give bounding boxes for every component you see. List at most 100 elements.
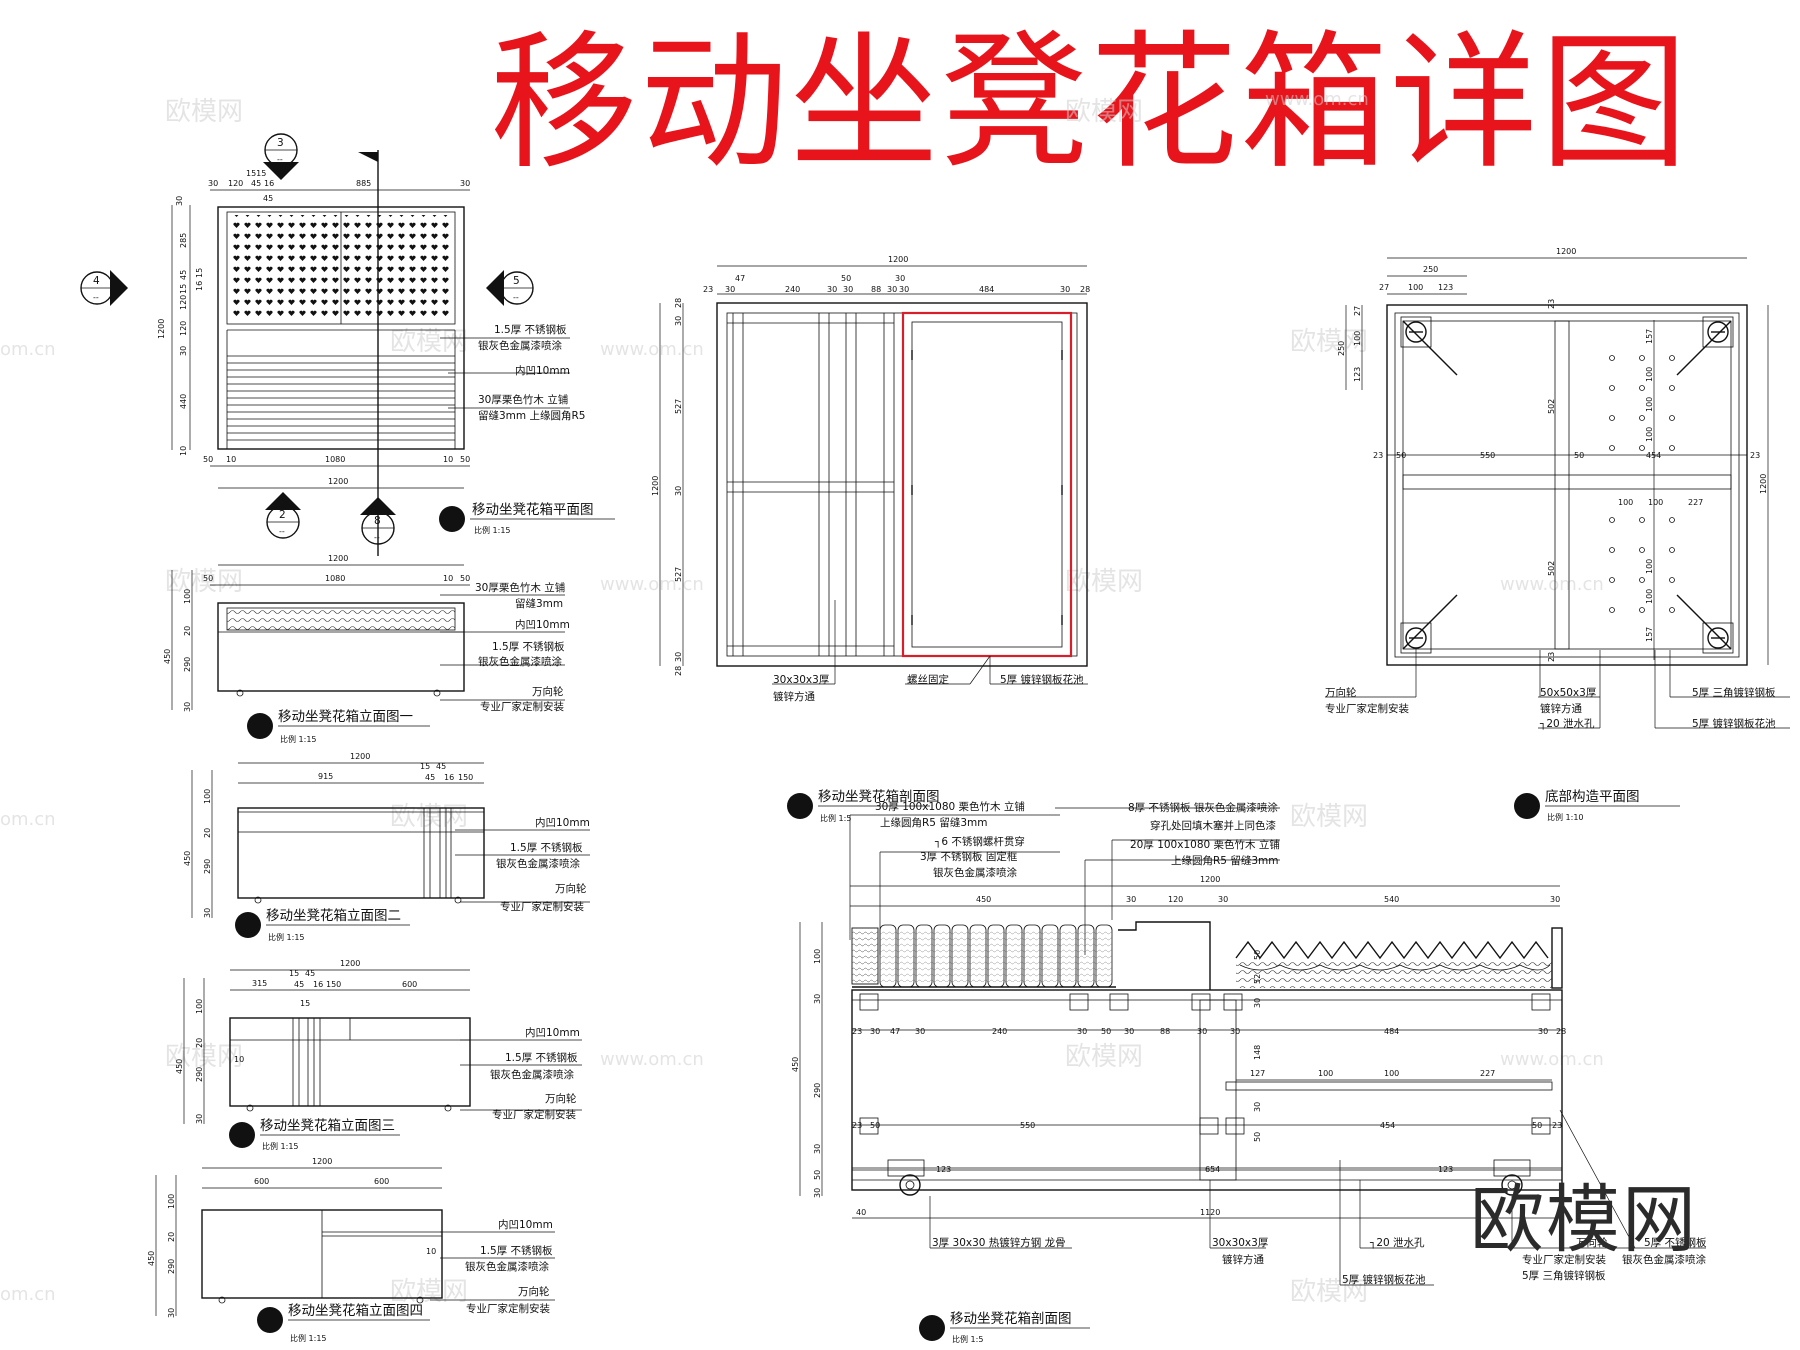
dim-label: 15 — [289, 969, 299, 978]
dim-label: 50 — [1532, 1121, 1542, 1130]
dim-label: 454 — [1380, 1121, 1395, 1130]
watermark: om.cn — [0, 339, 56, 360]
dim-label: 450 — [976, 895, 991, 904]
top-structure-plan: 1200 23 47 30 240 30 50 30 30 88 30 30 4… — [651, 255, 1090, 703]
note-text: 20厚 100x1080 栗色竹木 立铺 — [1130, 838, 1280, 851]
note-text: 内凹10mm — [515, 618, 570, 631]
marker-number: 5 — [513, 275, 520, 287]
view-title: 移动坐凳花箱立面图二 — [266, 908, 401, 924]
watermark: 欧模网 — [390, 1277, 468, 1307]
dim-label: 27 — [1379, 283, 1389, 292]
view-scale: 比例 1:15 — [262, 1141, 299, 1151]
dim-label: 20 — [167, 1232, 176, 1242]
plan-view: 30 120 1515 45 16 45 885 30 30 285 15 45… — [80, 133, 615, 556]
dim-label: 28 — [1556, 1027, 1566, 1036]
dim-label: 450 — [791, 1057, 800, 1072]
watermark: 欧模网 — [1065, 567, 1143, 597]
dim-label: 10 — [226, 455, 236, 464]
dim-label: 127 — [1250, 1069, 1265, 1078]
note-text: 30厚栗色竹木 立铺 — [478, 393, 568, 406]
dim-label: 50 — [203, 574, 213, 583]
dim-label: 30 — [1538, 1027, 1548, 1036]
caster-icon — [1702, 622, 1734, 654]
note-text: 万向轮 — [555, 882, 587, 895]
section-marker-3: 3 -- — [263, 133, 299, 180]
note-text: 银灰色金属漆喷涂 — [478, 655, 562, 668]
dim-label: 45 — [436, 762, 446, 771]
dim-label: 23 — [1547, 299, 1556, 309]
dim-label: 120 — [179, 295, 188, 310]
dim-label: 290 — [813, 1083, 822, 1098]
watermark: 欧模网 — [1065, 97, 1143, 127]
note-text: 8厚 不锈钢板 银灰色金属漆喷涂 — [1128, 801, 1278, 814]
note-text: 万向轮 — [1576, 1236, 1608, 1249]
note-text: 银灰色金属漆喷涂 — [465, 1260, 549, 1273]
watermark: www.om.cn — [600, 339, 704, 360]
note-text: 银灰色金属漆喷涂 — [496, 857, 580, 870]
dim-label: 30 — [1124, 1027, 1134, 1036]
dim-label: 30 — [813, 994, 822, 1004]
dim-label: 1200 — [1200, 875, 1220, 884]
section-view: 移动坐凳花箱剖面图 比例 1:5 30厚 100x1080 栗色竹木 立铺 上缘… — [787, 789, 1707, 1344]
note-text: 银灰色金属漆喷涂 — [933, 866, 1017, 879]
dim-label: 30 — [183, 702, 192, 712]
note-text: 上缘圆角R5 留缝3mm — [1171, 854, 1278, 867]
note-text: 1.5厚 不锈钢板 — [492, 640, 565, 653]
elevation-3: 1200 315 15 45 45 16 150 600 15 100 20 4… — [175, 959, 582, 1151]
dim-label: 23 — [1373, 451, 1383, 460]
dim-label: 47 — [735, 274, 745, 283]
dim-label: 157 — [1645, 627, 1654, 642]
dim-label: 23 — [852, 1027, 862, 1036]
note-text: 专业厂家定制安装 — [1522, 1253, 1606, 1266]
view-scale: 比例 1:10 — [1547, 812, 1584, 822]
dim-label: 27 — [1353, 306, 1362, 316]
dim-label: 100 — [1353, 331, 1362, 346]
dim-label: 20 — [195, 1038, 204, 1048]
dim-label: 440 — [179, 394, 188, 409]
view-title: 底部构造平面图 — [1545, 789, 1640, 805]
dim-label: 30 — [1126, 895, 1136, 904]
dim-label: 150 — [326, 980, 341, 989]
dim-label: 1200 — [340, 959, 360, 968]
section-marker-2: 2 -- — [265, 492, 301, 539]
dim-label: 123 — [936, 1165, 951, 1174]
dim-label: 16 — [264, 179, 274, 188]
note-text: 专业厂家定制安装 — [466, 1302, 550, 1315]
drain-hole-grid — [1609, 355, 1675, 613]
dim-label: 30 — [813, 1144, 822, 1154]
dim-label: 10 — [443, 455, 453, 464]
dim-label: 250 — [1337, 341, 1346, 356]
dim-label: 550 — [1480, 451, 1495, 460]
dim-label: 30 — [1077, 1027, 1087, 1036]
dim-label: 45 — [294, 980, 304, 989]
note-text: 专业厂家定制安装 — [500, 900, 584, 913]
note-text: 50x50x3厚 — [1540, 687, 1597, 699]
plan-slats — [226, 330, 456, 449]
dim-label: 502 — [1547, 561, 1556, 576]
dim-label: 450 — [175, 1059, 184, 1074]
note-text: 1.5厚 不锈钢板 — [510, 841, 583, 854]
dim-label: 1080 — [325, 455, 345, 464]
dim-label: 15 — [420, 762, 430, 771]
section-seat-slats — [851, 924, 1116, 988]
dim-label: 240 — [785, 285, 800, 294]
dim-label: 50 — [460, 574, 470, 583]
dim-label: 20 — [183, 626, 192, 636]
note-text: 专业厂家定制安装 — [480, 700, 564, 713]
marker-number: 8 — [374, 515, 381, 527]
dim-label: 23 — [703, 285, 713, 294]
note-text: 上缘圆角R5 留缝3mm — [880, 816, 987, 829]
watermark: 欧模网 — [165, 97, 243, 127]
note-text: 镀锌方通 — [773, 690, 815, 703]
plan-leaders — [440, 337, 570, 409]
note-text: 30厚栗色竹木 立铺 — [475, 581, 565, 594]
note-text: 镀锌方通 — [1222, 1253, 1264, 1266]
dim-label: 30 — [674, 316, 683, 326]
view-scale: 比例 1:15 — [474, 525, 511, 535]
view-title: 移动坐凳花箱立面图一 — [278, 709, 413, 725]
dim-label: 120 — [179, 321, 188, 336]
marker-sub: -- — [93, 293, 99, 302]
dim-label: 30 — [827, 285, 837, 294]
dim-label: 100 — [1648, 498, 1663, 507]
note-text: 万向轮 — [1325, 686, 1357, 699]
